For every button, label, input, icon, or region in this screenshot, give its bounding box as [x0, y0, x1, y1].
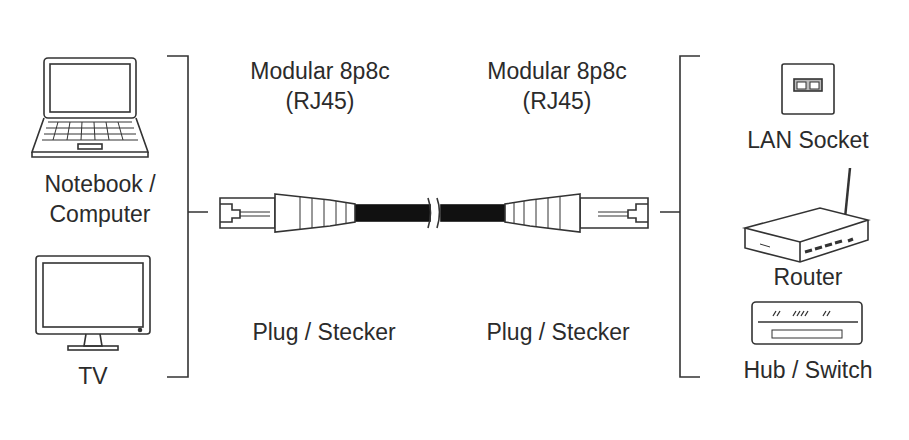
- text-label: Plug / Stecker: [463, 318, 653, 348]
- text-label: Modular 8p8c (RJ45): [472, 57, 642, 117]
- text-label: Plug / Stecker: [229, 318, 419, 348]
- text-label: LAN Socket: [733, 126, 883, 156]
- text-label: TV: [53, 362, 133, 392]
- bracket: [660, 56, 700, 377]
- ethernet-cable: [220, 194, 648, 232]
- text-label: Notebook / Computer: [25, 170, 175, 230]
- text-label: Hub / Switch: [728, 356, 888, 386]
- text-label: Modular 8p8c (RJ45): [235, 57, 405, 117]
- bracket: [167, 56, 208, 377]
- lan-socket-icon: [782, 64, 834, 114]
- tv-icon: [36, 256, 150, 350]
- switch-icon: [752, 302, 862, 344]
- router-icon: [745, 168, 868, 262]
- text-label: Router: [733, 263, 883, 293]
- laptop-icon: [32, 58, 148, 157]
